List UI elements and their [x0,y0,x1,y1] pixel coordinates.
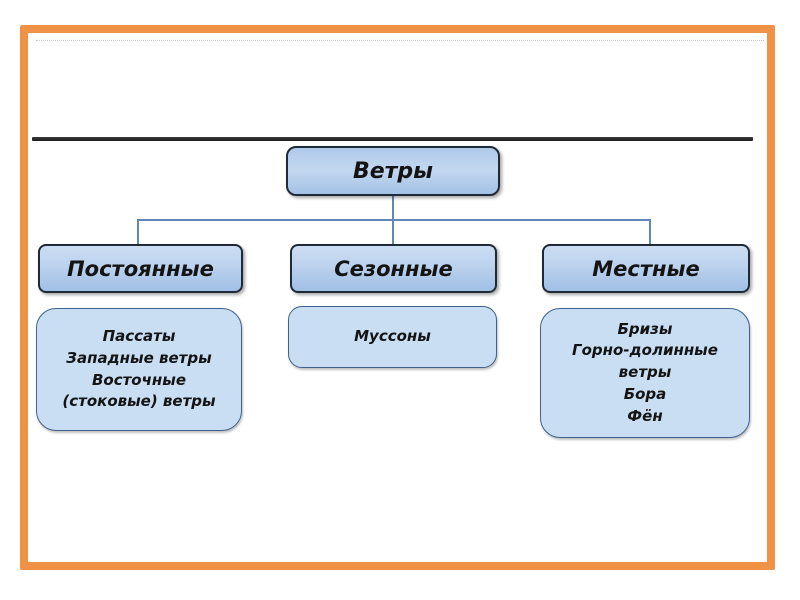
branch-node-label: Сезонные [334,256,453,281]
connector-center-vertical [392,219,394,245]
connector-horizontal [137,219,651,221]
placeholder-dotted-line [36,40,764,41]
connector-right-vertical [649,219,651,245]
diagram-root-node: Ветры [286,146,500,196]
leaf-node-constant-winds-list: Пассаты Западные ветры Восточные (стоков… [36,308,242,431]
divider-line [32,137,753,141]
branch-node-label: Постоянные [67,256,214,281]
branch-node-constant-winds: Постоянные [38,244,243,293]
leaf-node-local-winds-list: Бризы Горно-долинные ветры Бора Фён [540,308,750,438]
branch-node-seasonal-winds: Сезонные [290,244,497,293]
slide-border-frame [20,25,775,570]
leaf-node-seasonal-winds-list: Муссоны [288,306,497,368]
branch-node-local-winds: Местные [542,244,750,293]
connector-root-vertical [392,196,394,220]
connector-left-vertical [137,219,139,245]
branch-node-label: Местные [592,256,700,281]
root-node-label: Ветры [352,158,434,184]
